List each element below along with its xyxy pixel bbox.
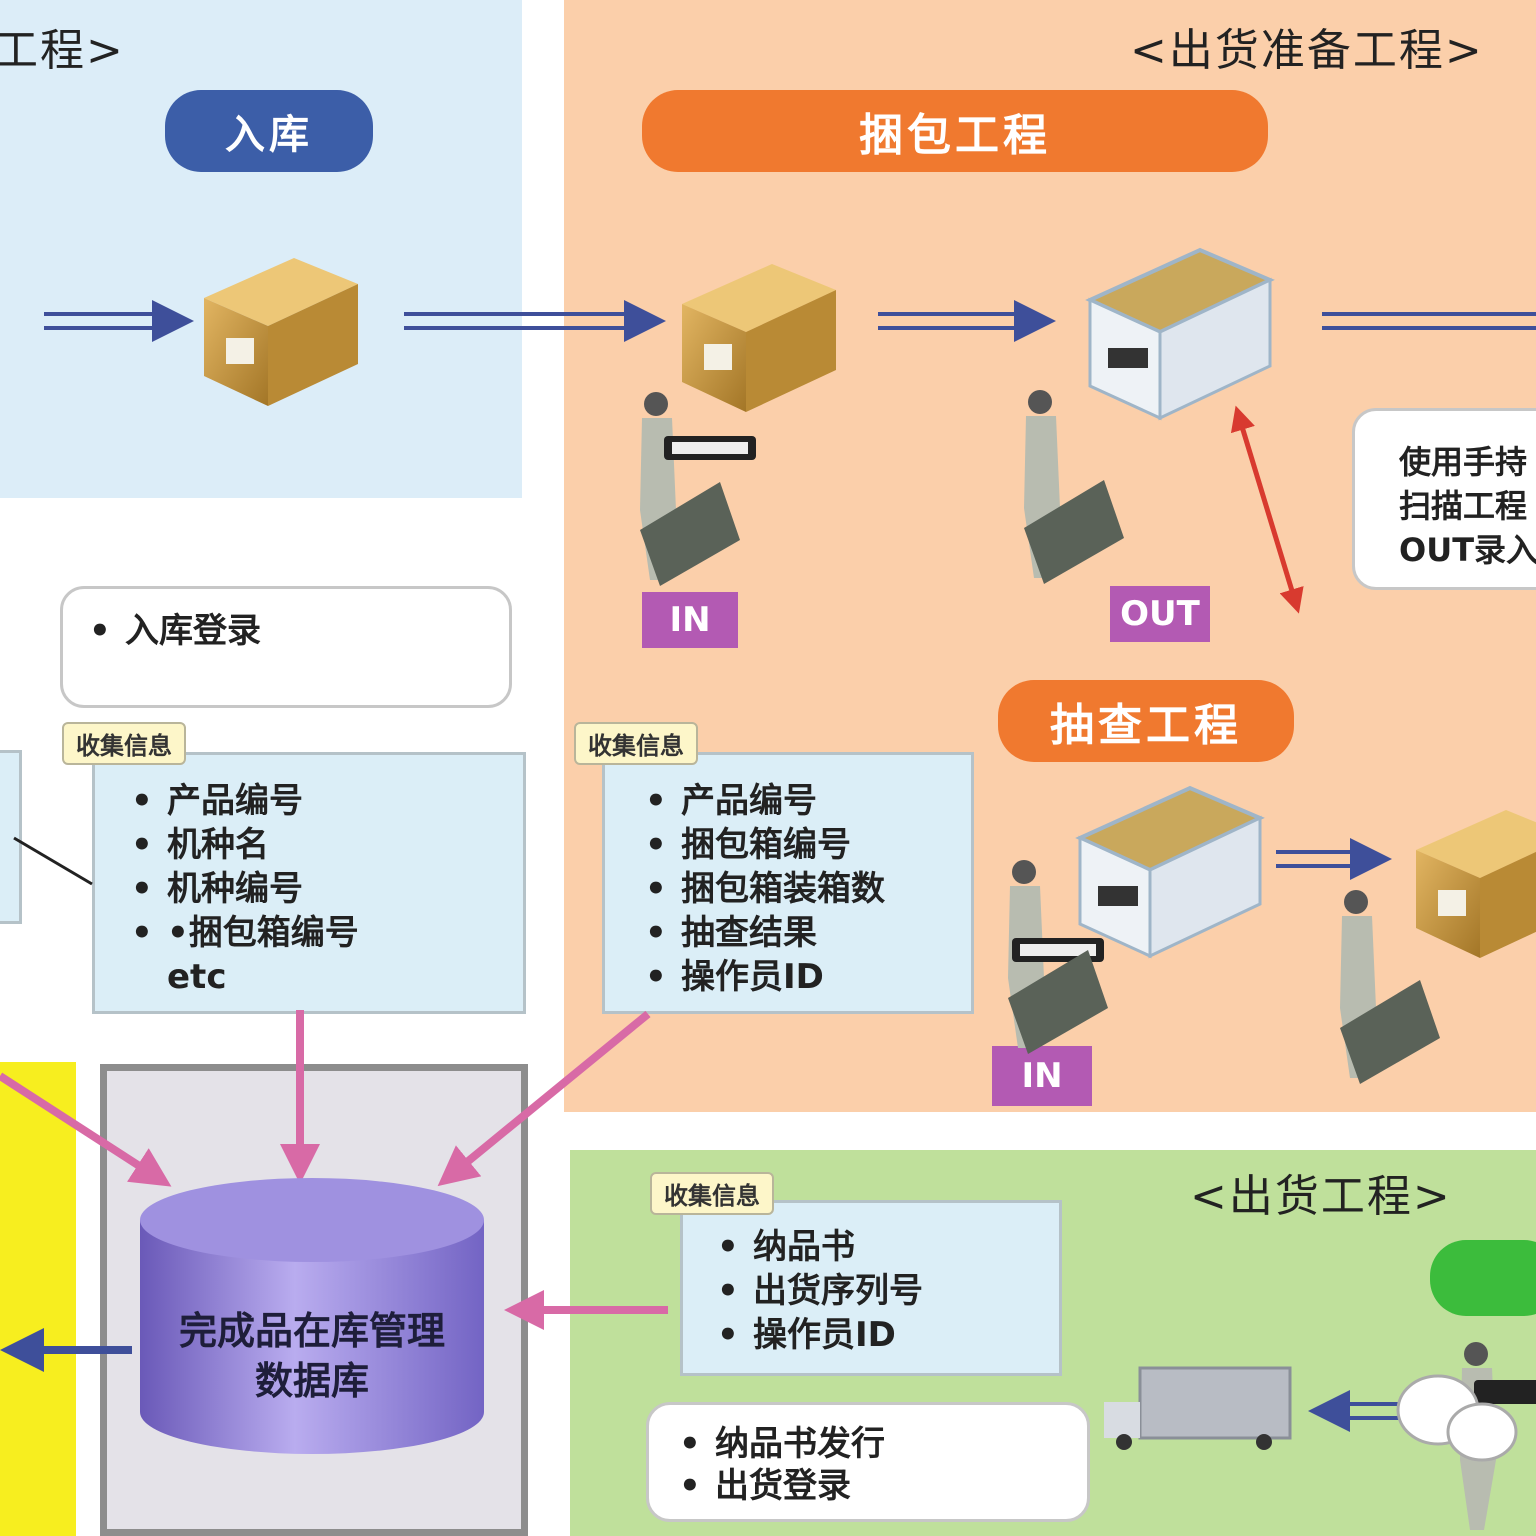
worker-scanner-icon bbox=[1008, 860, 1108, 1054]
inbound-info-box: •产品编号 •机种名 •机种编号 ••捆包箱编号 etc bbox=[92, 752, 526, 1014]
inbound-pill: 入库 bbox=[165, 90, 373, 172]
yellow-strip bbox=[0, 1062, 76, 1536]
cardboard-box-icon bbox=[1416, 810, 1536, 958]
shipping-info-item: •纳品书 bbox=[717, 1227, 855, 1267]
shipping-action-item: •出货登录 bbox=[679, 1466, 851, 1506]
inbound-action-item: •入库登录 bbox=[89, 611, 261, 651]
packing-info-item: •产品编号 bbox=[645, 781, 817, 821]
delivery-truck-icon bbox=[1104, 1366, 1292, 1450]
packing-out-badge: OUT bbox=[1110, 586, 1210, 642]
receiving-panel bbox=[0, 0, 522, 498]
inbound-info-item: ••捆包箱编号 bbox=[131, 913, 359, 953]
handheld-note-box: 使用手持 扫描工程 OUT录入 bbox=[1352, 408, 1536, 590]
worker-scanner-icon bbox=[1024, 390, 1124, 584]
flow-arrow bbox=[44, 300, 194, 342]
shipping-collect-tag: 收集信息 bbox=[650, 1172, 774, 1215]
packing-crate-icon bbox=[1085, 247, 1275, 421]
shipping-action-item: •纳品书发行 bbox=[679, 1424, 885, 1464]
inbound-info-item: •机种名 bbox=[131, 825, 269, 865]
left-cut-box bbox=[0, 750, 22, 924]
shipping-info-item: •出货序列号 bbox=[717, 1271, 923, 1311]
db-arrow bbox=[437, 1010, 651, 1187]
chat-bubble-icon bbox=[1396, 1374, 1518, 1462]
note-line-1: 使用手持 bbox=[1399, 443, 1528, 481]
worker-scanner-icon bbox=[1340, 890, 1440, 1084]
flow-arrow bbox=[1276, 838, 1392, 880]
packing-info-item: •操作员ID bbox=[645, 957, 824, 997]
check-arrow bbox=[1230, 405, 1304, 614]
cardboard-box-icon bbox=[204, 258, 358, 406]
receiving-section-title: 工程> bbox=[0, 25, 125, 76]
packing-crate-icon bbox=[1075, 785, 1265, 959]
packing-collect-tag: 收集信息 bbox=[574, 722, 698, 765]
cardboard-box-icon bbox=[682, 264, 836, 412]
db-arrow bbox=[0, 1072, 172, 1187]
inbound-info-item: •机种编号 bbox=[131, 869, 303, 909]
packing-info-item: •捆包箱装箱数 bbox=[645, 869, 885, 909]
inbound-info-item: •产品编号 bbox=[131, 781, 303, 821]
inbound-collect-tag: 收集信息 bbox=[62, 722, 186, 765]
shipping-prep-section-title: <出货准备工程> bbox=[1130, 25, 1484, 76]
database-label-line1: 完成品在库管理 bbox=[178, 1309, 445, 1353]
database-cylinder-icon bbox=[140, 1178, 484, 1454]
inspection-pill: 抽查工程 bbox=[998, 680, 1294, 762]
database-label-line2: 数据库 bbox=[254, 1359, 369, 1403]
output-arrow bbox=[0, 1328, 132, 1372]
flow-arrow bbox=[1322, 312, 1536, 330]
packing-info-box: •产品编号 •捆包箱编号 •捆包箱装箱数 •抽查结果 •操作员ID bbox=[602, 752, 974, 1014]
inbound-info-extra: etc bbox=[167, 957, 227, 997]
packing-info-item: •捆包箱编号 bbox=[645, 825, 851, 865]
inspection-in-badge: IN bbox=[992, 1046, 1092, 1106]
shipping-green-pill bbox=[1430, 1240, 1536, 1316]
note-line-2: 扫描工程 bbox=[1399, 487, 1528, 525]
shipping-action-box: •纳品书发行 •出货登录 bbox=[646, 1402, 1090, 1522]
shipping-section-title: <出货工程> bbox=[1190, 1171, 1452, 1222]
flow-arrow bbox=[404, 300, 666, 342]
worker-scanner-icon bbox=[640, 392, 756, 586]
note-line-3: OUT录入 bbox=[1399, 531, 1536, 569]
shipping-info-box: •纳品书 •出货序列号 •操作员ID bbox=[680, 1200, 1062, 1376]
packing-info-item: •抽查结果 bbox=[645, 913, 817, 953]
flow-arrow bbox=[878, 300, 1056, 342]
packing-in-badge: IN bbox=[642, 592, 738, 648]
shipping-info-item: •操作员ID bbox=[717, 1315, 896, 1355]
inbound-action-box: •入库登录 bbox=[60, 586, 512, 708]
packing-pill: 捆包工程 bbox=[642, 90, 1268, 172]
connector-line bbox=[13, 836, 93, 886]
